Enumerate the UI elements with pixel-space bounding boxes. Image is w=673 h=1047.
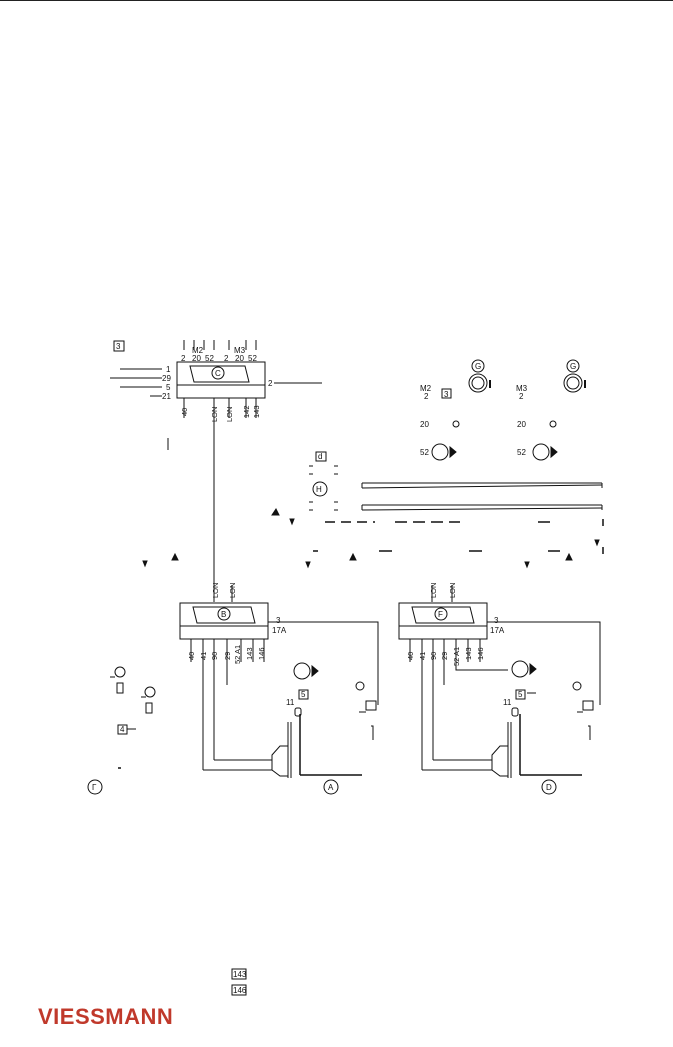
ctrl-right-term: 2 [268, 379, 273, 388]
ctrl-top-term-2: 52 [205, 354, 214, 363]
h-box-label: d [318, 452, 322, 461]
f-term-6: 146 [476, 647, 485, 660]
box-label-3: 3 [116, 342, 121, 351]
ctrl-bottom-term-1: LON [210, 407, 219, 422]
ctrl-bottom-term-4: 143 [252, 405, 261, 418]
mixer-m2-box [441, 388, 452, 399]
f-eleven-label: 11 [503, 698, 512, 707]
b-term-0: 40 [187, 652, 196, 660]
module-d-label: D [546, 783, 552, 792]
logo-text: VIESSMANN [38, 1004, 174, 1029]
module-f [398, 602, 488, 640]
module-a-label: A [328, 783, 334, 792]
legend-146: 146 [233, 986, 247, 995]
b-right-term-1: 17A [272, 626, 287, 635]
viessmann-logo: VIESSMANN [38, 1004, 173, 1030]
b-term-4: 52 A1 [233, 645, 242, 664]
b-right-term-0: 3 [276, 616, 281, 625]
lon-label-f-2: LON [448, 583, 457, 598]
mix-m3-term-52: 52 [517, 448, 526, 457]
ctrl-bottom-term-2: LON [225, 407, 234, 422]
lon-label-b-1: LON [211, 583, 220, 598]
mix-m2-label: M2 [420, 384, 432, 393]
left-box-label: 4 [120, 725, 125, 734]
mix-m2-term-20: 20 [420, 420, 429, 429]
ctrl-left-term-2: 5 [166, 383, 171, 392]
mix-m2-term-52: 52 [420, 448, 429, 457]
module-c-label: C [215, 369, 221, 378]
ctrl-bottom-term-3: 142 [242, 405, 251, 418]
module-g-label-1: G [475, 362, 481, 371]
mix-m2-term-2: 2 [424, 392, 429, 401]
module-g-label-2: G [570, 362, 576, 371]
label-box-3 [113, 340, 125, 352]
mix-m3-term-20: 20 [517, 420, 526, 429]
ctrl-top-term-1: 20 [192, 354, 201, 363]
f-term-1: 41 [418, 652, 427, 660]
b-eleven-label: 11 [286, 698, 295, 707]
control-module-c [176, 361, 266, 399]
lon-label-f-1: LON [429, 583, 438, 598]
legend-143: 143 [233, 970, 247, 979]
ctrl-left-term-1: 29 [162, 374, 171, 383]
page-top-rule [0, 0, 673, 1]
module-f-small-box [515, 689, 526, 700]
b-term-6: 146 [257, 647, 266, 660]
f-term-3: 29 [440, 652, 449, 660]
b-term-2: 90 [210, 652, 219, 660]
mix-m3-term-2: 2 [519, 392, 524, 401]
module-b-small-box [298, 689, 309, 700]
b-small-box-label: 5 [301, 690, 306, 699]
label-m2-ctrl: M2 [192, 346, 204, 355]
ctrl-top-term-5: 52 [248, 354, 257, 363]
b-term-3: 29 [223, 652, 232, 660]
b-term-5: 143 [245, 647, 254, 660]
module-f-label: F [438, 610, 443, 619]
f-small-box-label: 5 [518, 690, 523, 699]
ctrl-left-term-3: 21 [162, 392, 171, 401]
b-term-1: 41 [199, 652, 208, 660]
f-term-2: 90 [429, 652, 438, 660]
f-right-term-0: 3 [494, 616, 499, 625]
module-b [179, 602, 269, 640]
ctrl-top-term-3: 2 [224, 354, 229, 363]
f-right-term-1: 17A [490, 626, 505, 635]
f-term-5: 143 [464, 647, 473, 660]
ctrl-top-term-0: 2 [181, 354, 186, 363]
f-term-4: 52 A1 [452, 647, 461, 666]
ctrl-bottom-term-0: 40 [180, 408, 189, 416]
h-box [315, 451, 327, 462]
module-gamma-label: Γ [92, 783, 97, 792]
module-h-label: H [316, 485, 322, 494]
lon-label-b-2: LON [228, 583, 237, 598]
mix-m2-box-label: 3 [444, 390, 449, 399]
f-term-0: 40 [406, 652, 415, 660]
label-m3-ctrl: M3 [234, 346, 246, 355]
ctrl-top-term-4: 20 [235, 354, 244, 363]
ctrl-left-term-0: 1 [166, 365, 171, 374]
module-b-label: B [221, 610, 226, 619]
mix-m3-label: M3 [516, 384, 528, 393]
